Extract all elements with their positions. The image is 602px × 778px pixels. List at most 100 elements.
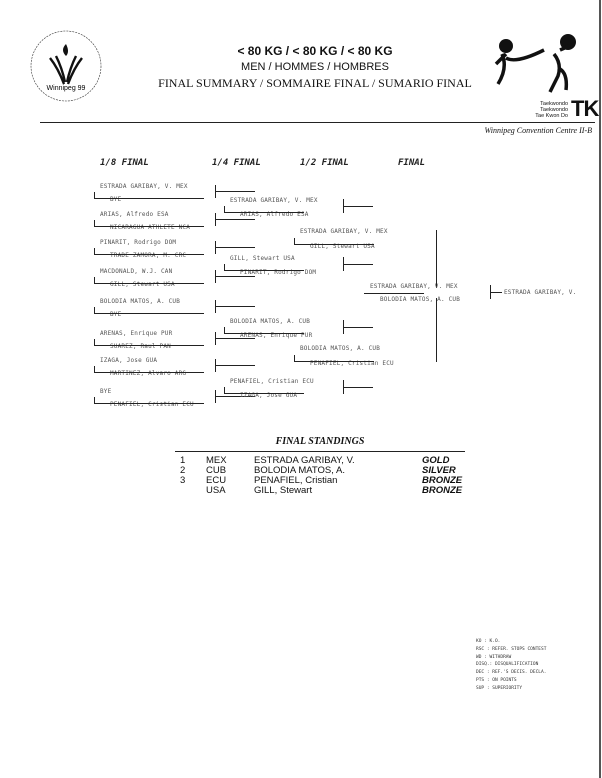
qf-entry-bottom: ARENAS, Enrique PUR bbox=[240, 332, 313, 339]
rank: 1 bbox=[180, 455, 186, 466]
logo-text: Winnipeg 99 bbox=[47, 85, 86, 92]
qf-entry-bottom: ARIAS, Alfredo ESA bbox=[240, 211, 309, 218]
round-label-qf: 1/4 FINAL bbox=[212, 158, 261, 168]
bracket-line bbox=[343, 387, 373, 388]
standings-row: 2 CUB BOLODIA MATOS, A. SILVER bbox=[176, 466, 486, 476]
bracket-line bbox=[94, 402, 204, 404]
country: ECU bbox=[206, 475, 227, 486]
standings-title: FINAL STANDINGS bbox=[275, 436, 365, 447]
r16-entry-top: ARENAS, Enrique PUR bbox=[100, 330, 173, 337]
bracket-line bbox=[94, 225, 204, 227]
taekwondo-pictogram bbox=[494, 34, 576, 93]
r16-entry-top: IZAGA, Jose GUA bbox=[100, 357, 158, 364]
sf-entry-bottom: PENAFIEL, Cristian ECU bbox=[310, 360, 394, 367]
bracket-line bbox=[94, 338, 95, 345]
country: MEX bbox=[206, 455, 227, 466]
bracket-line bbox=[343, 206, 373, 207]
athlete-name: ESTRADA GARIBAY, V. bbox=[254, 455, 355, 466]
bracket-line bbox=[343, 264, 373, 265]
bracket-line bbox=[215, 247, 255, 248]
standings-row: 1 MEX ESTRADA GARIBAY, V. GOLD bbox=[176, 456, 486, 466]
legend-item: KO : K.O. bbox=[476, 639, 501, 644]
bracket-line bbox=[215, 219, 255, 220]
sport-name-fr: Taekwondo bbox=[540, 107, 568, 113]
bracket-line bbox=[224, 327, 225, 333]
qf-entry-top: ESTRADA GARIBAY, V. MEX bbox=[230, 197, 318, 204]
bracket-line bbox=[94, 371, 204, 373]
bracket-line bbox=[294, 237, 295, 244]
rank bbox=[176, 486, 202, 496]
sport-code: TK bbox=[571, 96, 599, 121]
rank: 3 bbox=[180, 475, 186, 486]
legend-item: PTS : ON POINTS bbox=[476, 677, 517, 683]
bracket-line bbox=[94, 282, 204, 284]
r16-entry-bottom: BYE bbox=[110, 196, 122, 203]
r16-entry-top: PINARIT, Rodrigo DOM bbox=[100, 239, 177, 246]
sf-entry-bottom: GILL, Stewart USA bbox=[310, 243, 375, 250]
country: CUB bbox=[206, 465, 227, 476]
r16-entry-bottom: TRADE ZAMORA, M. CRC bbox=[110, 252, 187, 259]
bracket-line bbox=[224, 264, 225, 270]
standings-divider bbox=[175, 451, 465, 452]
athlete-name: BOLODIA MATOS, A. bbox=[254, 465, 345, 476]
bracket-line bbox=[224, 387, 225, 393]
qf-entry-bottom: IZAGA, Jose GUA bbox=[240, 392, 298, 399]
legend-item: DEC : REF.'S DECIS. DECLA. bbox=[476, 670, 547, 676]
r16-entry-bottom: SUAREZ, Raul PAN bbox=[110, 343, 171, 350]
medal: BRONZE bbox=[422, 475, 463, 486]
r16-entry-top: ESTRADA GARIBAY, V. MEX bbox=[100, 183, 188, 190]
medal: GOLD bbox=[422, 455, 450, 466]
pan-am-games-logo: Winnipeg 99 bbox=[30, 30, 102, 102]
round-label-r16: 1/8 FINAL bbox=[100, 158, 149, 168]
qf-entry-bottom: PINARIT, Rodrigo DOM bbox=[240, 269, 317, 276]
bracket-line bbox=[224, 333, 304, 334]
bracket-line bbox=[224, 212, 304, 213]
sport-name-es: Tae Kwon Do bbox=[535, 113, 568, 119]
sf-entry-top: ESTRADA GARIBAY, V. MEX bbox=[300, 228, 388, 235]
medal: SILVER bbox=[422, 465, 456, 476]
final-entry-top: ESTRADA GARIBAY, V. MEX bbox=[370, 283, 458, 290]
bracket-line bbox=[343, 327, 373, 328]
bracket-line bbox=[490, 292, 502, 293]
r16-entry-bottom: BYE bbox=[110, 311, 122, 318]
qf-entry-top: PENAFIEL, Cristian ECU bbox=[230, 378, 314, 385]
bracket-line bbox=[94, 247, 95, 254]
legend-item: WD : WITHDRAW bbox=[476, 654, 512, 660]
r16-entry-top: ARIAS, Alfredo ESA bbox=[100, 211, 169, 218]
legend-item: SUP : SUPERIORITY bbox=[476, 685, 523, 691]
round-label-sf: 1/2 FINAL bbox=[300, 158, 349, 168]
bracket-line bbox=[215, 276, 255, 277]
legend-item: DISQ.: DISQUALIFICATION bbox=[476, 662, 539, 668]
r16-entry-bottom: PENAFIEL, Cristian ECU bbox=[110, 401, 194, 408]
r16-entry-top: MACDONALD, W.J. CAN bbox=[100, 268, 173, 275]
bracket-line bbox=[215, 396, 255, 397]
bracket-line bbox=[364, 293, 424, 294]
qf-entry-top: GILL, Stewart USA bbox=[230, 255, 295, 262]
bracket-line bbox=[224, 270, 304, 271]
header-divider bbox=[40, 122, 595, 123]
r16-entry-top: BOLODIA MATOS, A. CUB bbox=[100, 298, 181, 305]
final-entry-bottom: BOLODIA MATOS, A. CUB bbox=[380, 296, 461, 303]
bracket-line bbox=[294, 354, 295, 361]
bracket-line bbox=[94, 276, 95, 283]
bracket-line bbox=[215, 191, 255, 192]
venue: Winnipeg Convention Centre II-B bbox=[484, 126, 592, 135]
bracket-line bbox=[94, 312, 204, 314]
r16-entry-bottom: MARTINEZ, Alvaro ARG bbox=[110, 370, 187, 377]
medal: BRONZE bbox=[422, 485, 463, 496]
bracket-line bbox=[224, 393, 304, 394]
bracket-line bbox=[94, 365, 95, 372]
qf-entry-top: BOLODIA MATOS, A. CUB bbox=[230, 318, 311, 325]
bracket-line bbox=[294, 360, 374, 362]
r16-entry-bottom: GILL, Stewart USA bbox=[110, 281, 175, 288]
bracket-line bbox=[436, 238, 437, 288]
standings-table: 1 MEX ESTRADA GARIBAY, V. GOLD 2 CUB BOLODIA M… bbox=[176, 456, 486, 496]
rank: 2 bbox=[180, 465, 186, 476]
gender-category: MEN / HOMMES / HOMBRES bbox=[241, 61, 389, 73]
weight-category: < 80 KG / < 80 KG / < 80 KG bbox=[237, 44, 393, 58]
bracket-line bbox=[224, 206, 225, 212]
